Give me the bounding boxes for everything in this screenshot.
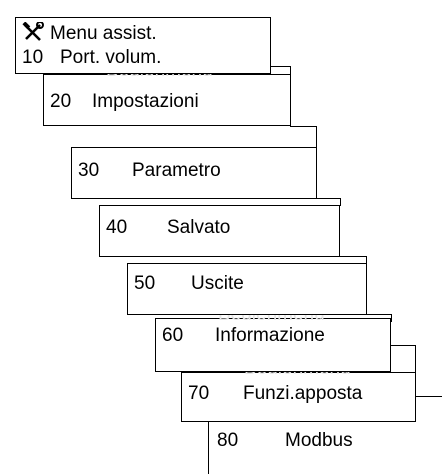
menu-item-number: 30 <box>78 160 100 181</box>
menu-item-number: 80 <box>217 430 239 451</box>
menu-item-number: 40 <box>106 217 128 238</box>
menu-item-label: Parametro <box>132 160 221 181</box>
connector-line <box>316 198 340 199</box>
menu-item-number: 50 <box>134 273 156 294</box>
menu-item-10: 10 Port. volum. <box>22 47 161 69</box>
connector-line <box>340 256 366 257</box>
connector-line <box>271 66 291 67</box>
connector-line <box>367 314 391 315</box>
menu-item-number: 10 <box>22 47 44 68</box>
menu-item-number: 20 <box>50 91 72 112</box>
menu-item-40: 40 Salvato <box>106 217 230 239</box>
menu-title: Menu assist. <box>22 22 157 45</box>
connector-line <box>391 314 392 322</box>
menu-item-number: 70 <box>188 383 210 404</box>
menu-item-label: Uscite <box>191 273 244 294</box>
connector-line <box>416 396 442 397</box>
connector-line <box>316 126 317 148</box>
menu-item-label: Modbus <box>285 430 353 451</box>
menu-item-label: Funzi.apposta <box>243 383 363 404</box>
connector-line <box>391 345 415 346</box>
connector-line <box>290 126 316 127</box>
connector-line <box>415 345 416 375</box>
menu-item-label: Informazione <box>215 325 325 346</box>
menu-card-30[interactable]: 30 Parametro <box>71 147 317 199</box>
connector-line <box>208 421 209 474</box>
menu-item-label: Port. volum. <box>60 47 162 68</box>
tools-icon <box>22 22 44 41</box>
menu-item-80[interactable]: 80 Modbus <box>217 430 353 452</box>
connector-line <box>366 256 367 264</box>
connector-line <box>340 198 341 206</box>
menu-card-10[interactable]: Menu assist. 10 Port. volum. <box>15 17 271 74</box>
menu-title-label: Menu assist. <box>50 23 157 44</box>
menu-item-20: 20 Impostazioni <box>50 91 199 113</box>
menu-item-label: Salvato <box>167 217 231 238</box>
menu-item-number: 60 <box>162 325 184 346</box>
menu-item-label: Impostazioni <box>92 91 199 112</box>
menu-item-30: 30 Parametro <box>78 160 221 182</box>
menu-item-50: 50 Uscite <box>134 273 244 295</box>
menu-card-40[interactable]: 40 Salvato <box>99 205 340 257</box>
menu-item-70: 70 Funzi.apposta <box>188 383 362 405</box>
menu-item-60: 60 Informazione <box>162 325 325 347</box>
menu-card-50[interactable]: 50 Uscite <box>127 263 367 315</box>
